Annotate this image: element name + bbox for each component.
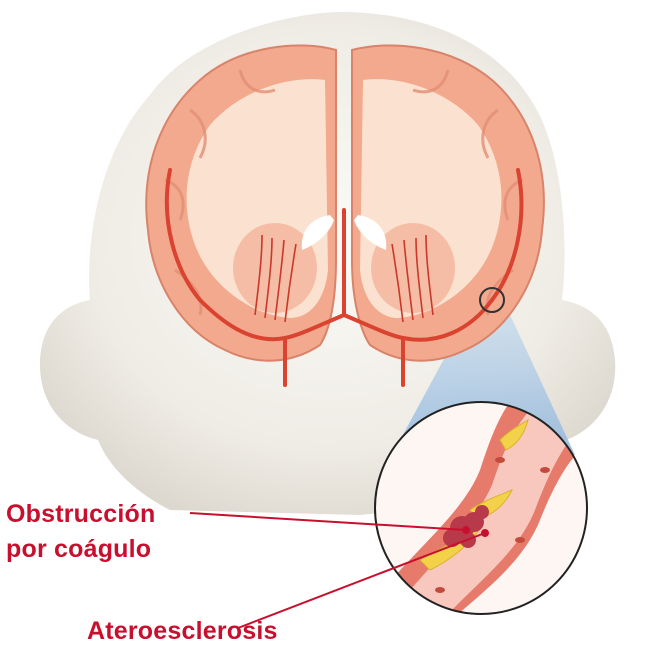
atherosclerosis-leader-dot	[482, 530, 488, 536]
obstruction-label-line2: por coágulo	[6, 532, 155, 567]
obstruction-label: Obstrucción por coágulo	[6, 497, 155, 567]
obstruction-leader-dot	[463, 527, 469, 533]
obstruction-label-line1: Obstrucción	[6, 497, 155, 532]
atherosclerosis-label: Ateroesclerosis	[87, 614, 278, 649]
